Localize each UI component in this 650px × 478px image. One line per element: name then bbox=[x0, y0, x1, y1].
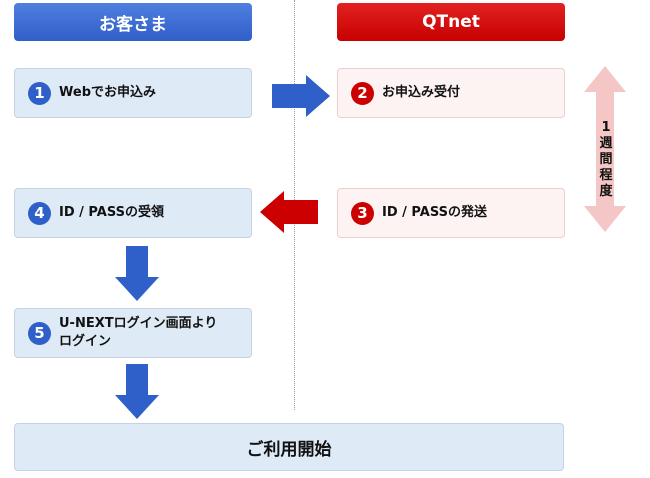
step-3-box: 3 ID / PASSの発送 bbox=[337, 188, 565, 238]
duration-label-char: 程 bbox=[599, 168, 613, 183]
step-number-badge: 4 bbox=[28, 201, 51, 225]
arrow-down-icon bbox=[115, 364, 159, 419]
step-number-badge: 2 bbox=[351, 81, 374, 105]
step-2-box: 2 お申込み受付 bbox=[337, 68, 565, 118]
step-label: U-NEXTログイン画面より ログイン bbox=[59, 315, 217, 351]
step-4-box: 4 ID / PASSの受領 bbox=[14, 188, 252, 238]
duration-double-arrow-icon bbox=[584, 66, 626, 232]
duration-label: 1 週 間 程 度 bbox=[598, 120, 614, 200]
arrow-right-icon bbox=[272, 75, 330, 117]
step-label: ID / PASSの発送 bbox=[382, 205, 487, 220]
step-label-line: ログイン bbox=[59, 334, 112, 349]
final-label: ご利用開始 bbox=[246, 439, 332, 460]
step-number-badge: 5 bbox=[28, 321, 51, 345]
duration-label-char: 間 bbox=[599, 152, 613, 167]
step-label-line: U-NEXTログイン画面より bbox=[59, 316, 218, 331]
step-label: ID / PASSの受領 bbox=[59, 205, 164, 220]
duration-label-char: 週 bbox=[599, 136, 613, 151]
arrow-left-icon bbox=[260, 191, 318, 233]
duration-label-char: 度 bbox=[599, 184, 613, 199]
step-number-badge: 3 bbox=[351, 201, 374, 225]
step-1-box: 1 Webでお申込み bbox=[14, 68, 252, 118]
final-box: ご利用開始 bbox=[14, 423, 564, 471]
duration-label-char: 1 bbox=[601, 120, 611, 135]
provider-column-header: QTnet bbox=[337, 3, 565, 41]
step-number-badge: 1 bbox=[28, 81, 51, 105]
customer-column-header: お客さま bbox=[14, 3, 252, 41]
step-5-box: 5 U-NEXTログイン画面より ログイン bbox=[14, 308, 252, 358]
step-label: お申込み受付 bbox=[382, 85, 461, 100]
arrow-down-icon bbox=[115, 246, 159, 301]
step-label: Webでお申込み bbox=[59, 85, 156, 100]
